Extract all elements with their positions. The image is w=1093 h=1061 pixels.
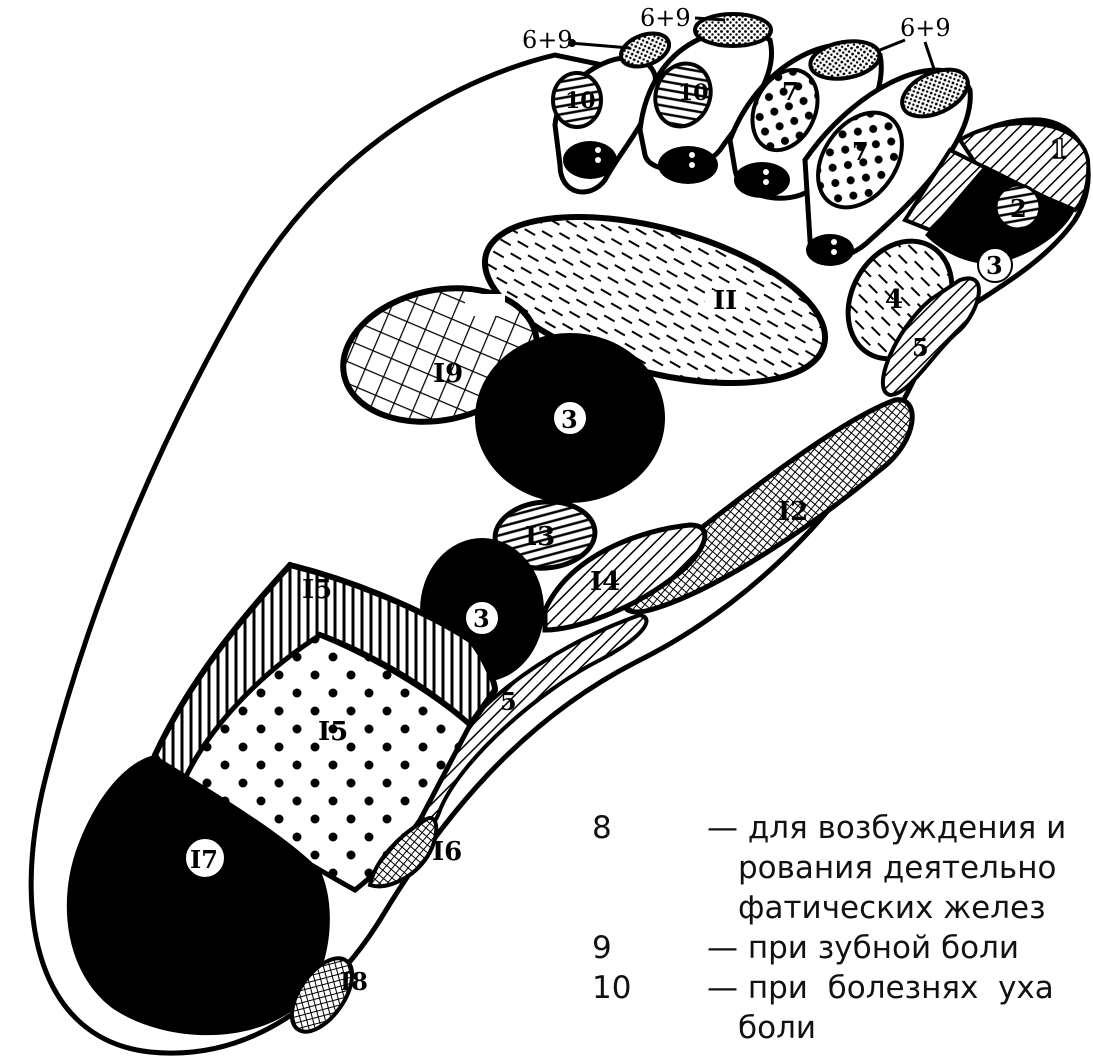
legend-row-8: 8 — для возбуждения и (592, 808, 1093, 848)
label-zone-5-mid: 5 (500, 687, 517, 716)
label-zone-15-upper: I5 (302, 575, 332, 605)
label-zone-10-small-toe: 10 (565, 88, 596, 114)
legend-number: 8 (592, 808, 707, 848)
label-zone-11: II (713, 286, 737, 316)
toe-base-black-1 (563, 141, 617, 179)
label-zone-3-toe: 3 (986, 251, 1003, 280)
label-zone-1: 1 (1050, 135, 1068, 165)
label-zone-7-third-toe: 7 (782, 77, 799, 106)
legend-number: 9 (592, 928, 707, 968)
label-zone-12: I2 (778, 497, 808, 527)
legend-text: — для возбуждения и (707, 808, 1066, 848)
toe-base-black-4 (806, 234, 854, 266)
legend-continuation: фатических желез (592, 888, 1093, 928)
legend-text: — при зубной боли (707, 928, 1019, 968)
legend: 8 — для возбуждения и рования деятельно … (592, 808, 1093, 1061)
legend-continuation: боли (592, 1008, 1093, 1048)
label-zone-6-9-right: 6+9 (900, 14, 951, 42)
label-zone-4: 4 (885, 285, 903, 315)
label-zone-17: I7 (190, 845, 218, 874)
label-zone-19: I9 (433, 359, 463, 389)
label-zone-6-9-top: 6+9 (640, 4, 691, 32)
label-zone-18: I8 (340, 967, 368, 996)
legend-continuation: рования деятельно (592, 848, 1093, 888)
label-zone-7-second-toe: 7 (852, 137, 869, 166)
legend-text: — при болезнях уха (707, 968, 1054, 1008)
label-zone-15-lower: I5 (318, 717, 348, 747)
toe-base-black-2 (658, 146, 718, 184)
legend-row-9: 9 — при зубной боли (592, 928, 1093, 968)
label-zone-13: I3 (525, 522, 555, 552)
label-zone-14: I4 (590, 567, 620, 597)
label-zone-3-big: 3 (561, 405, 578, 434)
legend-number: 10 (592, 968, 707, 1008)
toe-base-black-3 (734, 162, 790, 198)
label-zone-5-ball: 5 (912, 333, 929, 362)
label-zone-2: 2 (1010, 194, 1027, 223)
label-zone-16: I6 (432, 837, 462, 867)
label-zone-6-9-left: 6+9 (522, 26, 573, 54)
label-zone-10-fourth-toe: 10 (678, 80, 709, 106)
label-zone-3-small: 3 (473, 604, 490, 633)
legend-row-10: 10 — при болезнях уха (592, 968, 1093, 1008)
